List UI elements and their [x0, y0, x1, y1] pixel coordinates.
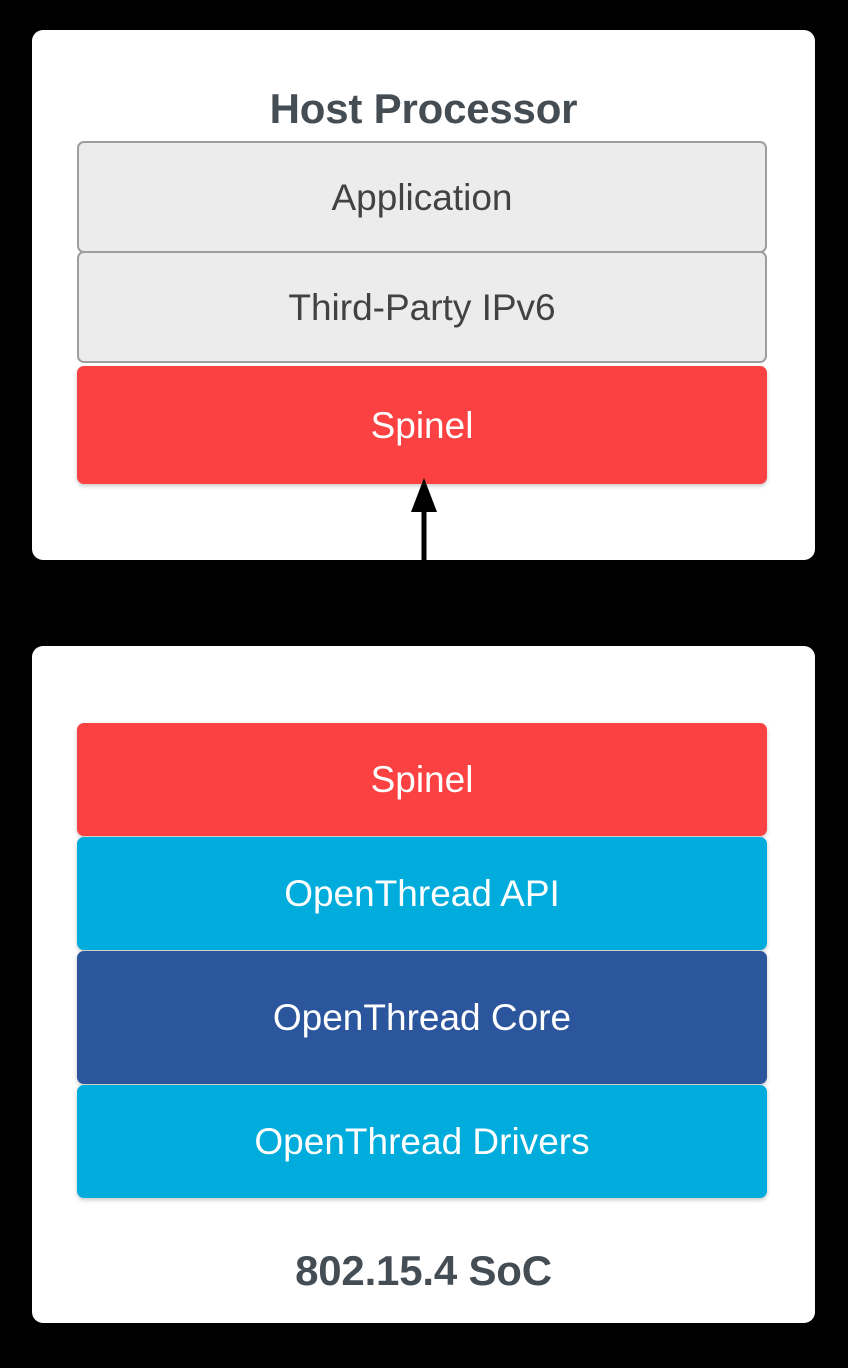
layer-box-host-spinel: Spinel: [77, 366, 767, 484]
layer-box-soc-spinel: Spinel: [77, 723, 767, 836]
layer-box-application: Application: [77, 141, 767, 253]
layer-box-openthread-core: OpenThread Core: [77, 951, 767, 1084]
soc-title: 802.15.4 SoC: [295, 1247, 552, 1294]
layer-label: Spinel: [370, 404, 474, 446]
host-processor-panel: Host Processor Application Third-Party I…: [32, 30, 815, 560]
arrow-head-up: [411, 478, 437, 512]
host-processor-layer-stack: Application Third-Party IPv6 Spinel: [77, 141, 767, 484]
host-processor-title: Host Processor: [269, 85, 578, 132]
layer-label: OpenThread Drivers: [254, 1121, 590, 1162]
layer-label: OpenThread Core: [272, 997, 572, 1038]
layer-box-openthread-drivers: OpenThread Drivers: [77, 1085, 767, 1198]
soc-layer-stack: Spinel OpenThread API OpenThread Core Op…: [77, 723, 767, 1198]
layer-label: OpenThread API: [284, 873, 560, 914]
soc-panel: Spinel OpenThread API OpenThread Core Op…: [32, 646, 815, 1323]
layer-label: Application: [331, 176, 513, 218]
layer-label: Spinel: [370, 759, 474, 800]
layer-box-openthread-api: OpenThread API: [77, 837, 767, 950]
layer-label: Third-Party IPv6: [288, 286, 556, 328]
layer-box-third-party-ipv6: Third-Party IPv6: [77, 251, 767, 363]
